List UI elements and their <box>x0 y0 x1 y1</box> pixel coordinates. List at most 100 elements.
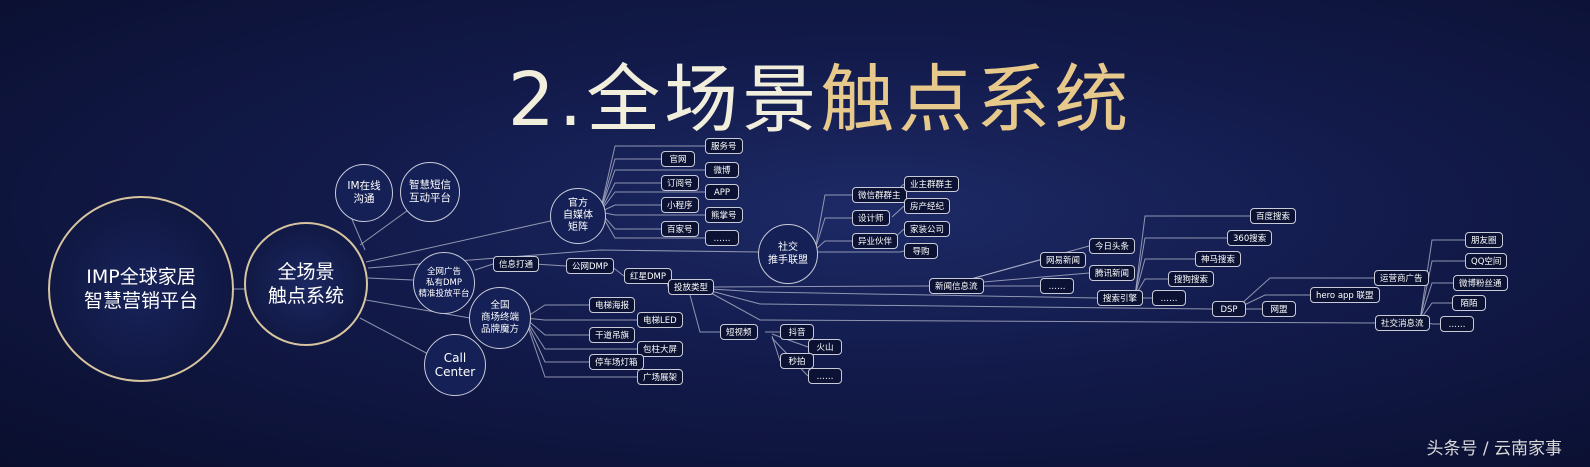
short-video-item: …… <box>808 368 842 384</box>
dmp-item: 红星DMP <box>624 268 673 284</box>
news-item: 腾讯新闻 <box>1089 265 1136 281</box>
connector-search <box>710 288 1098 299</box>
connector-official-item <box>599 158 661 213</box>
official-item: 百家号 <box>661 221 699 237</box>
connector-official-item <box>599 182 661 213</box>
terminal-item: 广场展架 <box>637 369 684 385</box>
title-part-1: 2.全场景 <box>507 57 821 143</box>
news-item: 今日头条 <box>1089 238 1136 254</box>
terminal-item: 干道吊旗 <box>589 327 636 343</box>
official-item: 服务号 <box>705 138 743 154</box>
page-title: 2.全场景触点系统 <box>0 40 1590 147</box>
dsp-item: hero app 联盟 <box>1310 287 1380 303</box>
dsp-item: 网盟 <box>1262 301 1296 317</box>
news-item: 网易新闻 <box>1040 252 1087 268</box>
df <box>1239 294 1310 308</box>
hub-social: 社交 推手联盟 <box>758 224 818 284</box>
search-item: 搜狗搜索 <box>1168 271 1215 287</box>
social-item: 导购 <box>904 243 938 259</box>
connector-short-video <box>689 294 720 333</box>
connector-dmp-a <box>474 263 494 271</box>
connector-search-item <box>1134 215 1250 297</box>
connector-social-feed-item <box>1419 282 1453 321</box>
short-video-item: 抖音 <box>780 324 814 340</box>
hub-im-label: IM在线 沟通 <box>347 180 381 205</box>
connector-dsp <box>710 290 1213 310</box>
hub-terminal-label: 全国 商场终端 品牌魔方 <box>480 300 519 335</box>
connector-dmp <box>367 277 414 281</box>
search-item: …… <box>1152 290 1186 306</box>
short-video-item: 火山 <box>808 339 842 355</box>
connector-social-feed-item <box>1419 260 1465 321</box>
social-item: 设计师 <box>852 210 890 226</box>
hub-social-label: 社交 推手联盟 <box>768 242 808 266</box>
connector-terminal-item <box>524 304 589 319</box>
connector-terminal-item <box>524 317 589 363</box>
official-item: 小程序 <box>661 197 699 213</box>
connector-social-item <box>814 217 852 251</box>
dmp-item: 公网DMP <box>566 258 615 274</box>
hub-dmp-label: 全网广告 私有DMP 精准投放平台 <box>418 266 470 299</box>
connector-official <box>365 219 556 263</box>
connector-official-item <box>599 169 705 213</box>
connector-terminal-item <box>524 317 589 336</box>
hub-touchpoint-system: 全场景 触点系统 <box>244 222 368 346</box>
terminal-item: 电梯海报 <box>589 297 636 313</box>
connector-search-item <box>1134 237 1227 297</box>
df <box>1239 277 1374 306</box>
official-item: 微博 <box>705 162 739 178</box>
official-item: APP <box>705 184 739 200</box>
social-item: 业主群群主 <box>904 176 959 192</box>
title-part-2: 触点系统 <box>820 57 1133 143</box>
search-ads: 搜索引擎 <box>1097 290 1144 306</box>
sv <box>771 335 781 362</box>
connector-call <box>359 317 431 356</box>
search-item: 神马搜索 <box>1195 251 1242 267</box>
connector-social-sub <box>891 205 905 218</box>
news-item: …… <box>1040 278 1074 294</box>
hub-call-label: Call Center <box>434 351 476 379</box>
connector-sms <box>359 204 416 246</box>
connector-dmp-b <box>534 263 567 267</box>
social-item: 微信群群主 <box>852 187 907 203</box>
connector-social-feed <box>710 292 1376 324</box>
terminal-item: 包柱大屏 <box>637 341 684 357</box>
search-item: 360搜索 <box>1227 230 1273 246</box>
social-feed-item: QQ空间 <box>1465 253 1508 269</box>
social-item: 异业伙伴 <box>852 233 899 249</box>
watermark: 头条号 / 云南家事 <box>1426 439 1562 459</box>
hub-call-center: Call Center <box>424 334 486 396</box>
search-item: 百度搜索 <box>1250 208 1297 224</box>
hub-terminal: 全国 商场终端 品牌魔方 <box>469 287 531 349</box>
hub-sms: 智慧短信 互动平台 <box>400 162 460 222</box>
short-video-item: 秒拍 <box>780 353 814 369</box>
dmp-item: 信息打通 <box>493 256 540 272</box>
dsp: DSP <box>1212 301 1246 317</box>
terminal-item: 电梯LED <box>637 312 683 328</box>
news-feed: 新闻信息流 <box>929 278 984 294</box>
connector-terminal-item <box>524 317 637 321</box>
hub-imp-label: IMP全球家居 智慧营销平台 <box>83 266 198 312</box>
hub-im: IM在线 沟通 <box>335 164 393 222</box>
short-video: 短视频 <box>720 324 758 340</box>
hub-sms-label: 智慧短信 互动平台 <box>409 179 451 204</box>
social-feed-item: …… <box>1440 316 1474 332</box>
hub-official-media: 官方 自媒体 矩阵 <box>550 188 606 244</box>
social-item: 家装公司 <box>904 221 951 237</box>
connector-social-feed-item <box>1419 302 1452 321</box>
connector-terminal-item <box>524 317 637 378</box>
official-item: 熊掌号 <box>705 207 743 223</box>
social-feed-item: 陌陌 <box>1452 295 1486 311</box>
connector-terminal-item <box>524 317 637 350</box>
sv <box>771 333 809 348</box>
connector-social-item <box>814 194 852 251</box>
connector-social-item <box>815 250 905 253</box>
hub-dmp: 全网广告 私有DMP 精准投放平台 <box>413 252 475 314</box>
social-feed: 社交消息流 <box>1375 315 1430 331</box>
connector-social-feed-item <box>1419 239 1465 321</box>
connector-terminal <box>365 299 471 319</box>
social-item: 房产经纪 <box>904 198 951 214</box>
connector-social-item <box>814 240 852 251</box>
social-feed-item: 朋友圈 <box>1465 232 1503 248</box>
